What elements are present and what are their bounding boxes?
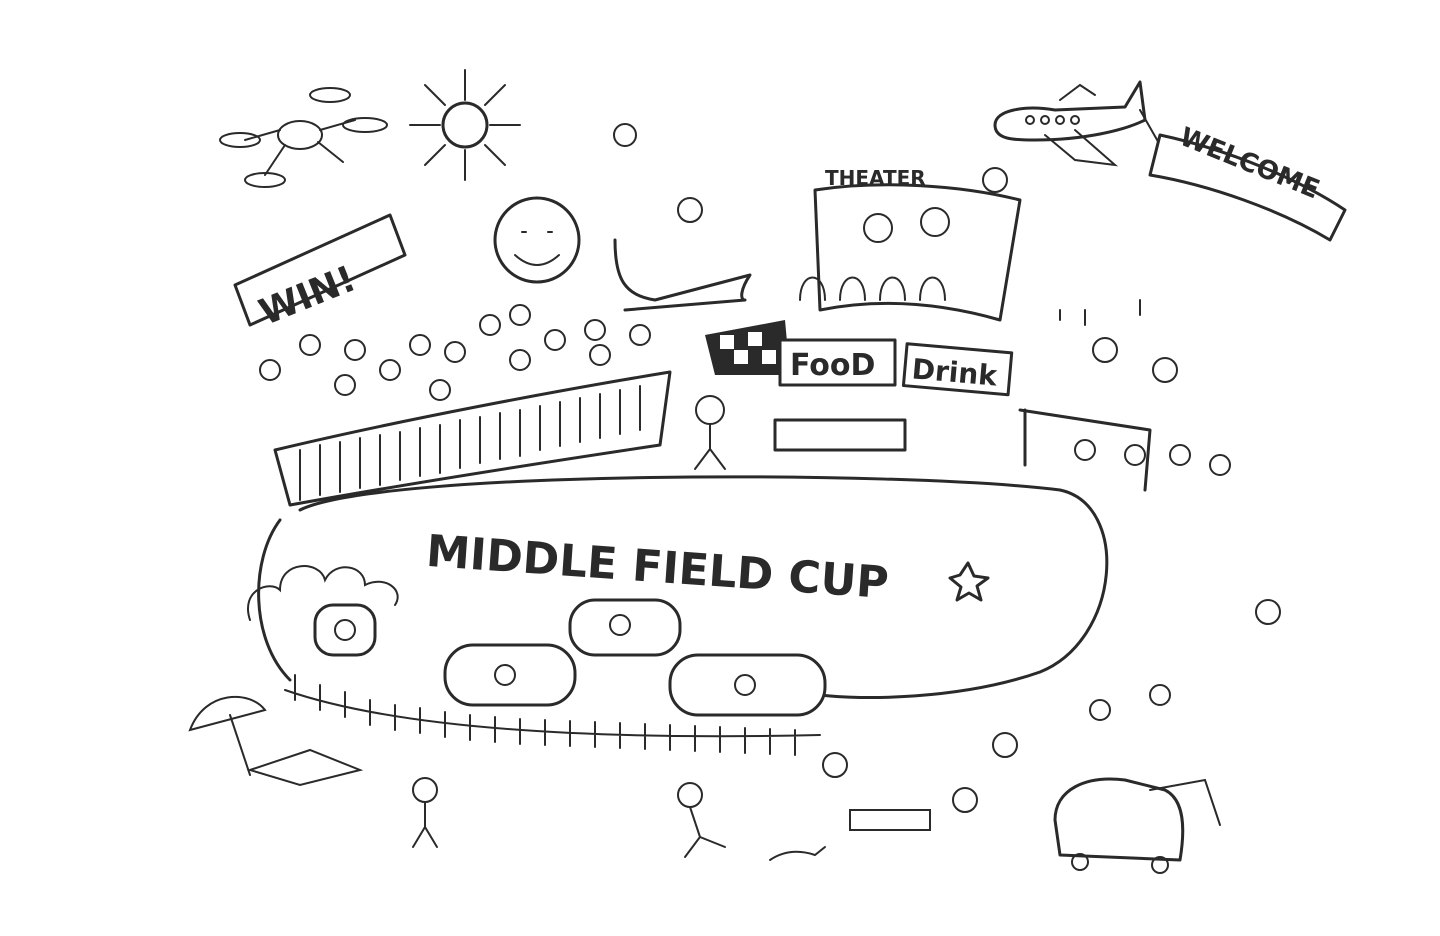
svg-text:FooD: FooD [790,348,875,383]
drone-icon [219,87,388,188]
dog [769,846,826,861]
trackside-fence [284,674,821,756]
race-car [568,598,682,657]
food-stall: FooD [773,338,907,452]
win-banner: WIN! [233,213,407,334]
beach-umbrella [188,696,267,776]
track-title: MIDDLE FIELD CUP [425,526,891,609]
spectators [188,599,1281,861]
svg-text:Drink: Drink [911,352,1000,392]
skater [677,197,703,223]
theater: THEATER [799,166,1022,322]
dust-cloud [247,565,399,621]
drink-stall: Drink [901,342,1014,397]
race-track [257,475,1109,700]
van [1053,777,1221,874]
race-car [668,653,827,717]
clown [613,123,637,147]
svg-text:THEATER: THEATER [825,166,926,190]
airplane-icon [993,80,1161,167]
sun-icon [409,69,521,181]
checkered-flag [694,320,790,470]
race-car [443,643,577,707]
race-car [313,603,377,657]
moon-face [493,196,581,284]
grandstand [259,304,672,507]
star-icon [948,561,990,602]
race-cars [313,598,827,717]
music-stage [1018,299,1231,492]
skate-ramp [613,238,752,312]
welcome-banner: WELCOME [1148,122,1347,242]
